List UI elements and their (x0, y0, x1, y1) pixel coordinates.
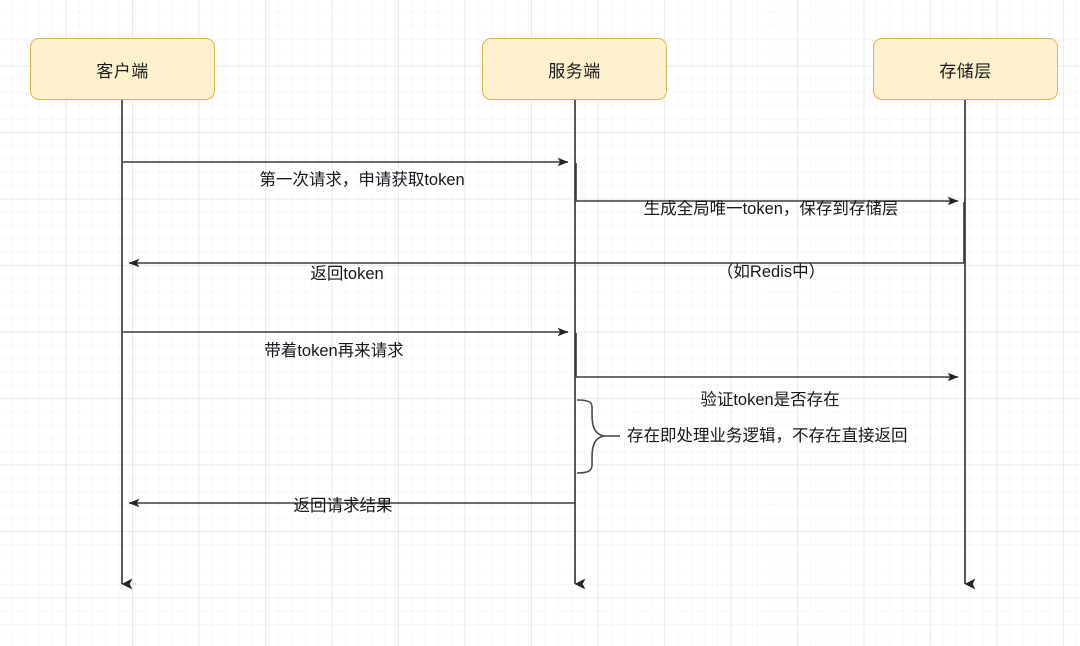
message-label-m5-line1: 验证token是否存在 (700, 391, 840, 409)
message-label-m2: 生成全局唯一token，保存到存储层 （如Redis中） (644, 157, 899, 325)
message-label-m1-line1: 第一次请求，申请获取token (259, 171, 465, 189)
actor-label-storage: 存储层 (939, 61, 992, 81)
message-label-m4: 带着token再来请求 (264, 299, 403, 404)
message-label-m6-line1: 返回请求结果 (293, 497, 393, 515)
actor-label-server: 服务端 (548, 61, 601, 81)
actor-box-client[interactable]: 客户端 (30, 38, 215, 100)
message-label-m3: 返回token (310, 222, 383, 327)
actor-box-server[interactable]: 服务端 (482, 38, 667, 100)
message-label-m1: 第一次请求，申请获取token (259, 128, 464, 233)
actor-box-storage[interactable]: 存储层 (873, 38, 1058, 100)
brace-note-bracket (576, 399, 620, 474)
message-label-m6: 返回请求结果 (294, 454, 393, 559)
message-label-m5: 验证token是否存在 (700, 348, 839, 453)
message-label-m3-line1: 返回token (310, 265, 384, 283)
actor-label-client: 客户端 (96, 61, 149, 81)
message-label-m4-line1: 带着token再来请求 (264, 342, 404, 360)
message-label-m2-line1: 生成全局唯一token，保存到存储层 (643, 200, 899, 218)
message-arrows (123, 157, 965, 508)
message-label-m2-line2: （如Redis中） (716, 263, 826, 281)
brace-note-label: 存在即处理业务逻辑，不存在直接返回 (627, 427, 908, 445)
